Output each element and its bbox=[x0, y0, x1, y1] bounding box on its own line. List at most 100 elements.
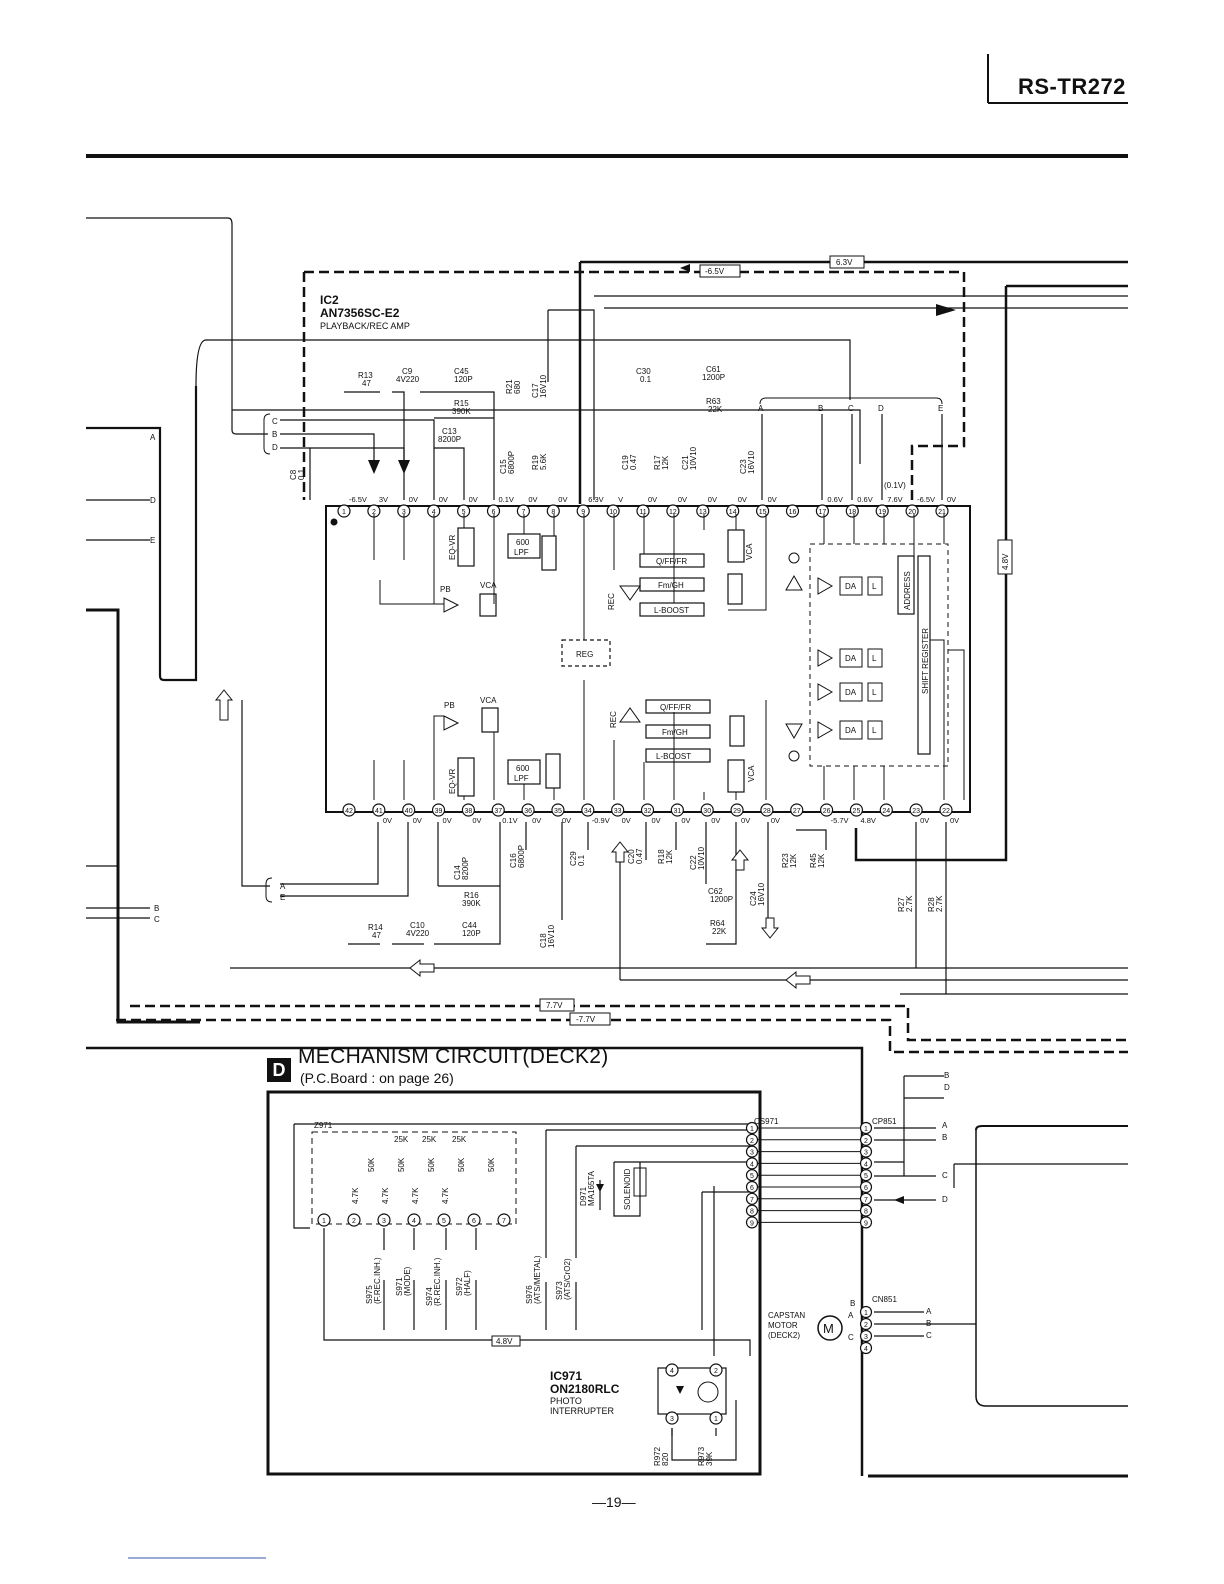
cn851-pin-3-number: 3 bbox=[864, 1334, 868, 1341]
cs971-pin-3-number: 3 bbox=[750, 1150, 754, 1157]
cp-right-b: B bbox=[944, 1071, 949, 1080]
section-d-title: MECHANISM CIRCUIT(DECK2) bbox=[298, 1045, 609, 1068]
cs971-pin-2-number: 2 bbox=[750, 1138, 754, 1145]
s971-ref: S971 bbox=[395, 1277, 404, 1296]
s974-desc: (R.REC.INH.) bbox=[433, 1257, 442, 1306]
cs971-ref: CS971 bbox=[754, 1117, 779, 1126]
cp851-pin-8-circle bbox=[859, 1204, 873, 1217]
cp-right-c: C bbox=[942, 1171, 948, 1180]
cp851-pin-2-circle bbox=[859, 1133, 873, 1146]
c18-ref: C18 bbox=[539, 933, 548, 948]
ic2-pin-9-voltage: 6.3V bbox=[588, 495, 603, 504]
bot-bracket-e: E bbox=[280, 893, 285, 902]
ic2-pin-13-circle bbox=[696, 504, 710, 518]
cn851-pin-3-circle bbox=[859, 1329, 873, 1343]
ic971-pin-2-circle bbox=[709, 1363, 723, 1377]
ic2-pin-28-circle bbox=[760, 803, 774, 817]
rail-side: 4.8V bbox=[1001, 553, 1010, 570]
block-reg: REG bbox=[576, 650, 593, 659]
ic2-pin-2-number: 2 bbox=[372, 509, 376, 516]
cs971-pin-7-number: 7 bbox=[750, 1197, 754, 1204]
z-47k-3: 4.7K bbox=[411, 1187, 420, 1204]
c14-ref: C14 bbox=[453, 865, 462, 880]
z971-pin-1-circle bbox=[317, 1213, 331, 1227]
ic2-pin-12-voltage: 0V bbox=[678, 495, 687, 504]
r973-ref: R973 bbox=[697, 1446, 706, 1466]
r972-ref: R972 bbox=[653, 1446, 662, 1466]
ic2-pin-26-circle bbox=[819, 803, 834, 817]
motor-b: B bbox=[850, 1299, 855, 1308]
z-50k-2: 50K bbox=[397, 1157, 406, 1172]
da-label-0: DA bbox=[845, 582, 857, 591]
cp851-pin-1-number: 1 bbox=[864, 1126, 868, 1133]
rail-bottom-pos: 7.7V bbox=[546, 1001, 563, 1010]
z971-pin-5-circle bbox=[437, 1213, 451, 1227]
c21-val: 10V10 bbox=[689, 446, 698, 470]
ic2-pin-31-voltage: 0V bbox=[681, 816, 690, 825]
r16-ref: R16 bbox=[464, 891, 479, 900]
ic2-pin-13-number: 13 bbox=[699, 509, 707, 516]
c16-ref: C16 bbox=[509, 853, 518, 868]
da-label-1: DA bbox=[845, 654, 857, 663]
ic2-pin-8-number: 8 bbox=[551, 509, 555, 516]
cn-right-b: B bbox=[926, 1319, 931, 1328]
ic2-pin-24-circle bbox=[879, 803, 893, 817]
block-lboost-top: L-BOOST bbox=[654, 606, 689, 615]
block-rec-bot: REC bbox=[609, 711, 618, 728]
cn851-pin-2-circle bbox=[859, 1317, 873, 1331]
s972-ref: S972 bbox=[455, 1277, 464, 1296]
z971-ref: Z971 bbox=[314, 1121, 333, 1130]
ic2-pin-38-circle bbox=[461, 803, 475, 817]
s974-ref: S974 bbox=[425, 1287, 434, 1306]
d971-ref: D971 bbox=[579, 1186, 588, 1206]
da-block-1 bbox=[839, 648, 863, 668]
cp851-pin-2-number: 2 bbox=[864, 1138, 868, 1145]
buffer-0 bbox=[817, 577, 834, 595]
r23-val: 12K bbox=[789, 853, 798, 868]
ic2-pin-34-number: 34 bbox=[584, 808, 592, 815]
r63-ref: R63 bbox=[706, 397, 721, 406]
ic2-pin-29-circle bbox=[730, 803, 744, 817]
z-47k-4: 4.7K bbox=[441, 1187, 450, 1204]
ic2-pin-18-number: 18 bbox=[848, 509, 856, 516]
ic2-pin-1-number: 1 bbox=[342, 509, 346, 516]
l-block-1 bbox=[867, 648, 883, 668]
ic2-pin-36-circle bbox=[521, 803, 535, 817]
ic2-pin-5-voltage: 0V bbox=[469, 495, 478, 504]
ic2-pin-25-number: 25 bbox=[853, 808, 861, 815]
bus-c: C bbox=[848, 404, 854, 413]
cp851-ref: CP851 bbox=[872, 1117, 897, 1126]
cs971-pin-1-circle bbox=[745, 1121, 759, 1135]
ic2-pin-19-circle bbox=[875, 504, 889, 518]
c29-val: 0.1 bbox=[577, 854, 586, 866]
cp851-pin-5-number: 5 bbox=[864, 1173, 868, 1180]
ic971-pin-4-circle bbox=[665, 1363, 679, 1377]
ic2-function: PLAYBACK/REC AMP bbox=[320, 321, 410, 331]
r21-ref: R21 bbox=[505, 379, 514, 394]
r14-val: 47 bbox=[372, 931, 381, 940]
s975-ref: S975 bbox=[365, 1285, 374, 1304]
ic971-body bbox=[657, 1367, 727, 1415]
ic2-pin-39-voltage: 0V bbox=[443, 816, 452, 825]
ic2-pin-38-voltage: 0V bbox=[472, 816, 481, 825]
left-label-a: A bbox=[150, 433, 156, 442]
c13-val: 8200P bbox=[438, 435, 461, 444]
block-eqvr-bot: EQ-VR bbox=[448, 768, 457, 794]
z971-pin-7-circle bbox=[497, 1213, 511, 1227]
c9-val: 4V220 bbox=[396, 375, 420, 384]
ic2-pin-27-number: 27 bbox=[793, 808, 801, 815]
r17-ref: R17 bbox=[653, 455, 662, 470]
r23-ref: R23 bbox=[781, 853, 790, 868]
cp-right-d: D bbox=[944, 1083, 950, 1092]
r63-val: 22K bbox=[708, 405, 723, 414]
page-number: —19— bbox=[592, 1494, 636, 1510]
z971-pin-4-number: 4 bbox=[412, 1218, 416, 1225]
ic2-pin-37-voltage: 0.1V bbox=[502, 816, 517, 825]
c9-ref: C9 bbox=[402, 367, 413, 376]
c17-ref: C17 bbox=[531, 383, 540, 398]
bus-e: E bbox=[938, 404, 943, 413]
left-label-c: C bbox=[154, 915, 160, 924]
ic2-pin-32-number: 32 bbox=[644, 808, 652, 815]
c21-ref: C21 bbox=[681, 455, 690, 470]
ic2-pin-22-voltage: 0V bbox=[950, 816, 959, 825]
